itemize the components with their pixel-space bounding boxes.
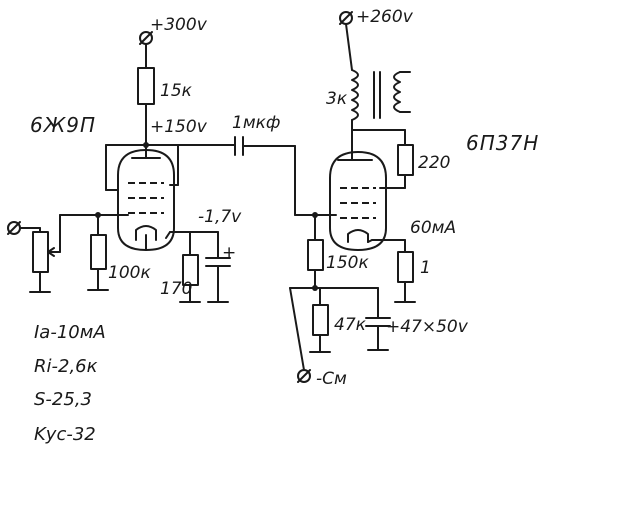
coupling-cap-label: 1мкф	[232, 113, 280, 133]
bias-input-terminal	[297, 369, 311, 383]
cathode-link	[165, 231, 171, 239]
current-60ma-label: 60мА	[410, 218, 456, 238]
resistor-170-label: 170	[160, 279, 192, 299]
coupling-capacitor	[234, 136, 296, 156]
supply-300-terminal	[139, 31, 153, 69]
tube1-label: 6Ж9П	[30, 113, 96, 137]
param-ia: Iа-10мА	[34, 322, 106, 343]
resistor-150k-label: 150к	[326, 253, 369, 273]
param-ri: Ri-2,6к	[34, 356, 98, 377]
cathode-voltage-label: -1,7v	[198, 207, 242, 227]
cathode-capacitor	[205, 231, 231, 303]
bias-input-label: -См	[316, 369, 347, 389]
resistor-150k	[307, 214, 324, 289]
resistor-100k-label: 100к	[108, 263, 151, 283]
tube2-envelope	[329, 149, 387, 251]
bias-cap-label: +47×50v	[386, 317, 469, 337]
resistor-170	[179, 231, 201, 303]
potentiometer	[29, 231, 61, 293]
parameters-block: Iа-10мА Ri-2,6к S-25,3 Kус-32	[34, 322, 106, 445]
supply-300-label: +300v	[150, 15, 208, 35]
param-s: S-25,3	[34, 389, 92, 410]
bias-input-wire	[289, 287, 305, 371]
resistor-47k-label: 47к	[334, 315, 367, 335]
resistor-15k-label: 15к	[160, 81, 193, 101]
resistor-1ohm-label: 1	[420, 258, 431, 278]
param-kus: Kус-32	[34, 424, 96, 445]
junction-bias	[312, 285, 318, 291]
output-transformer	[351, 69, 411, 121]
supply-260-label: +260v	[356, 7, 414, 27]
resistor-15k	[137, 67, 155, 146]
tube1-envelope	[117, 144, 175, 251]
resistor-220-label: 220	[418, 153, 450, 173]
tube2-label: 6П37Н	[466, 131, 539, 155]
supply-260-terminal	[339, 11, 353, 71]
resistor-1ohm	[394, 239, 416, 303]
resistor-220	[379, 129, 414, 189]
resistor-100k	[87, 214, 109, 291]
transformer-label: 3к	[326, 89, 348, 109]
node-150v-label: +150v	[150, 117, 208, 137]
capacitor-plus-sign: +	[222, 243, 236, 263]
input-terminal	[7, 221, 41, 235]
bias-capacitor	[365, 287, 391, 351]
cathode2-link	[367, 239, 373, 243]
resistor-47k	[309, 287, 331, 353]
